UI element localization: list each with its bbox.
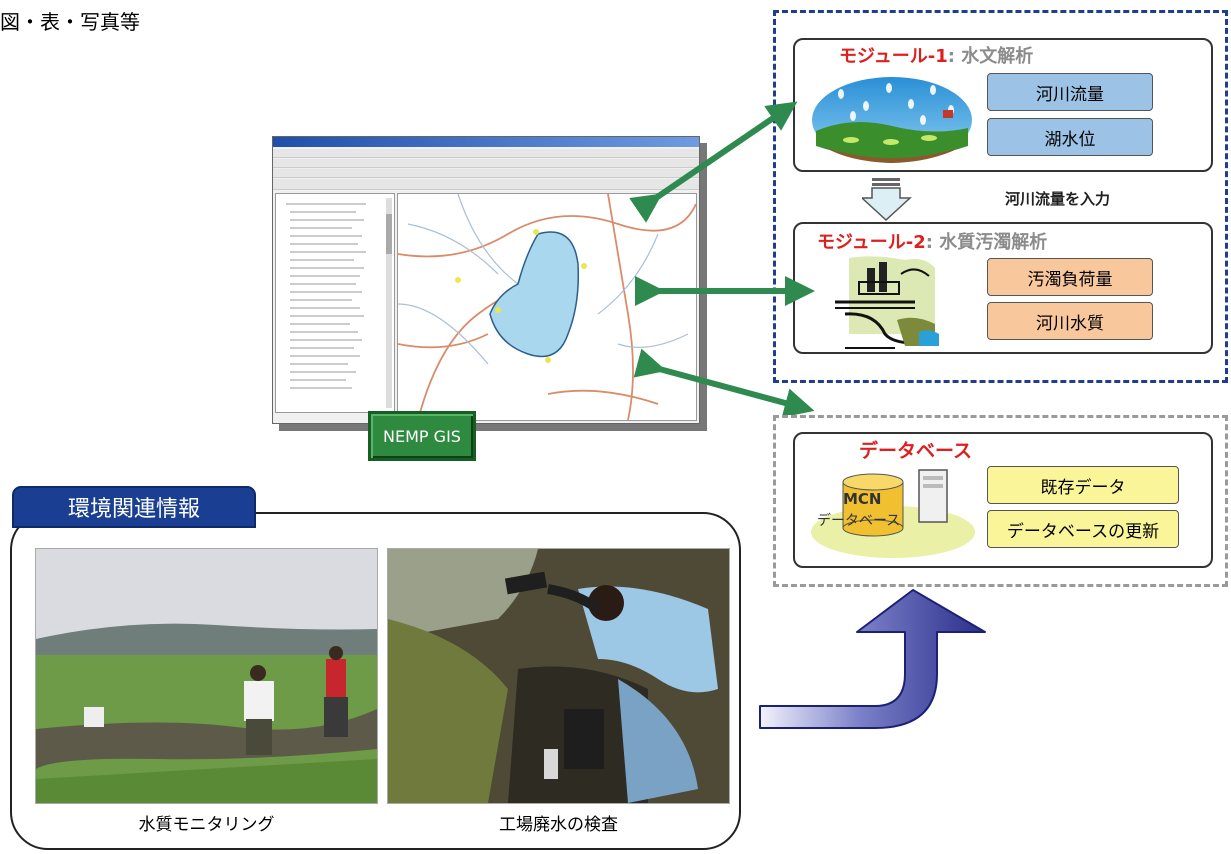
photo-wastewater-inspection xyxy=(387,548,730,804)
rain-illustration xyxy=(812,77,972,163)
database-title: データベース xyxy=(859,440,973,462)
gis-toolbar-3 xyxy=(273,169,699,178)
database-item-update: データベースの更新 xyxy=(987,510,1179,548)
module-2-title: モジュール-2: 水質汚濁解析 xyxy=(817,228,1047,254)
module-1-title: モジュール-1: 水文解析 xyxy=(839,42,1033,68)
module-1-title-prefix: モジュール-1 xyxy=(839,46,948,67)
module-2-item-pollution-load: 汚濁負荷量 xyxy=(987,258,1153,296)
gis-toolbar-2 xyxy=(273,159,699,168)
arrow-gis-database xyxy=(633,348,815,415)
database-dashed-group xyxy=(773,415,1228,587)
page-header: 図・表・写真等 xyxy=(0,10,140,34)
module-2-title-sep: : xyxy=(925,232,940,253)
module-1-title-suffix: 水文解析 xyxy=(961,46,1034,67)
flow-label: 河川流量を入力 xyxy=(1005,190,1111,208)
env-to-database-arrow xyxy=(759,589,986,729)
module-2-title-suffix: 水質汚濁解析 xyxy=(939,232,1048,253)
gis-toolbar-4 xyxy=(273,179,699,190)
arrow-gis-module1 xyxy=(629,101,798,223)
caption-wastewater-inspection: 工場廃水の検査 xyxy=(499,815,618,835)
gis-layer-list xyxy=(275,193,395,413)
database-box: データベース MCN データベース 既存データ データベースの更新 xyxy=(793,432,1213,568)
connection-arrows xyxy=(629,101,815,415)
gis-window xyxy=(272,136,700,424)
module-flow-down-arrow xyxy=(862,178,912,222)
module-1-box: モジュール-1: 水文解析 河川流量 湖水位 xyxy=(793,38,1213,172)
module-1-item-river-flow: 河川流量 xyxy=(987,73,1153,111)
nemp-gis-badge: NEMP GIS xyxy=(368,411,476,461)
database-illustration xyxy=(811,469,975,558)
module-2-item-river-water-quality: 河川水質 xyxy=(987,302,1153,340)
database-cylinder-label-top: MCN xyxy=(843,490,882,508)
gis-titlebar xyxy=(273,137,699,147)
module-1-item-lake-level: 湖水位 xyxy=(987,118,1153,156)
caption-water-monitoring: 水質モニタリング xyxy=(138,815,275,835)
module-2-box: モジュール-2: 水質汚濁解析 汚濁負荷量 河川水質 xyxy=(793,222,1213,354)
gis-toolbar-1 xyxy=(273,149,699,158)
database-item-existing-data: 既存データ xyxy=(987,466,1179,504)
module-1-title-sep: : xyxy=(947,46,962,67)
database-cylinder-label-bottom: データベース xyxy=(817,513,901,529)
module-2-title-prefix: モジュール-2 xyxy=(817,232,926,253)
env-info-tab: 環境関連情報 xyxy=(12,486,256,528)
pollution-illustration xyxy=(835,256,939,349)
photo-water-monitoring xyxy=(35,548,378,804)
